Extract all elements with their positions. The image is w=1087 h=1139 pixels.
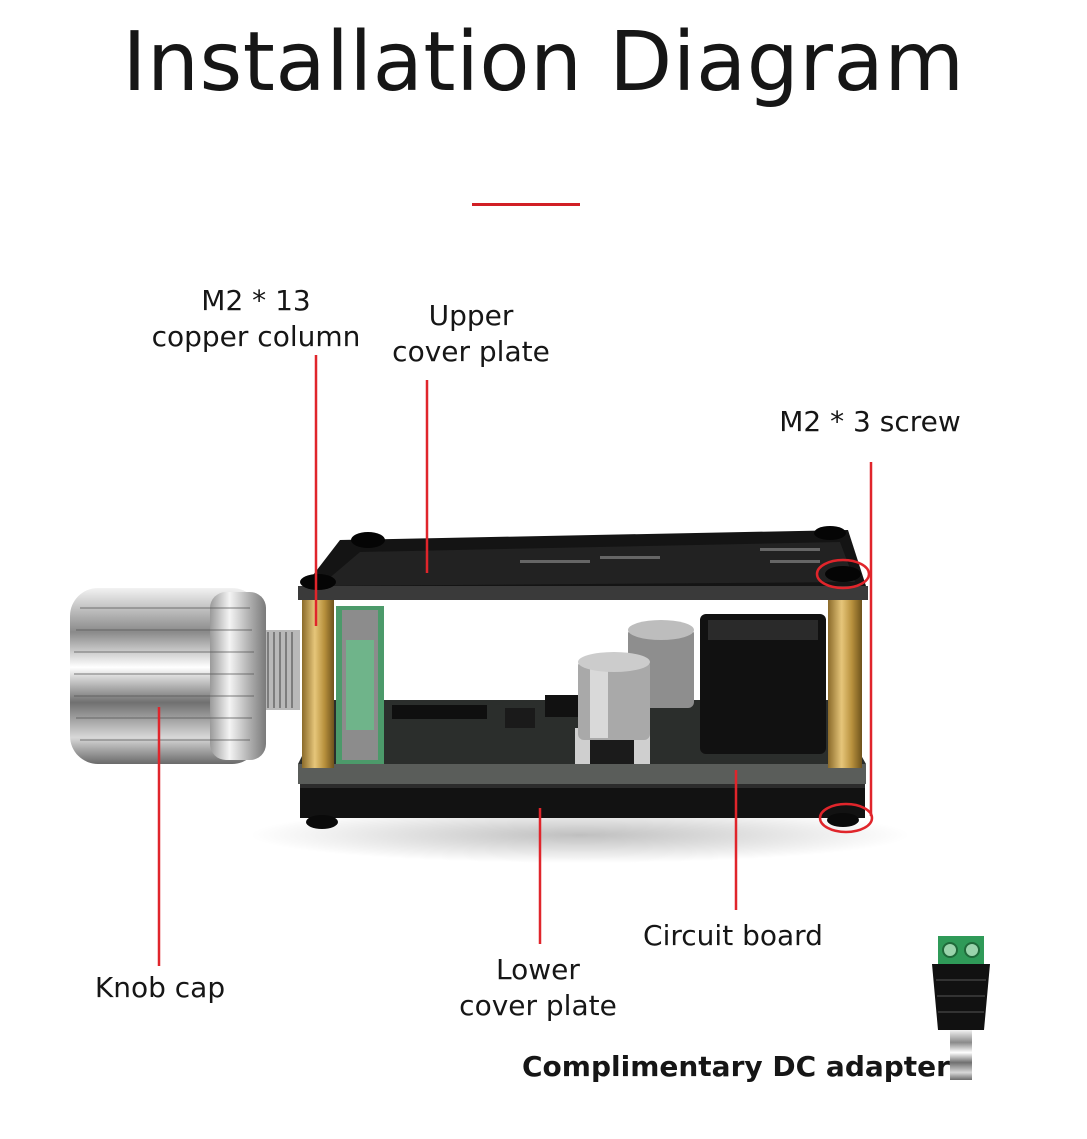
label-copper-column-line2: copper column (151, 320, 361, 353)
upper-cover-plate (298, 526, 868, 600)
side-connector (336, 606, 384, 764)
label-lower-cover: Lower cover plate (445, 952, 631, 1024)
inductor (700, 614, 826, 754)
copper-columns (302, 596, 862, 768)
label-dc-adapter: Complimentary DC adapter (522, 1050, 950, 1083)
label-circuit-board: Circuit board (643, 919, 823, 952)
label-copper-column-line1: M2 * 13 (201, 284, 311, 317)
pointer-lines (157, 355, 874, 966)
label-upper-cover-line1: Upper (428, 299, 514, 332)
floor-shadow (250, 807, 910, 863)
label-lower-cover-line2: cover plate (459, 989, 617, 1022)
label-screw: M2 * 3 screw (779, 405, 961, 438)
diagram-title: Installation Diagram (122, 15, 965, 110)
label-knob-cap: Knob cap (94, 971, 226, 1004)
lower-cover-plate (300, 782, 865, 829)
label-upper-cover-line2: cover plate (392, 335, 550, 368)
label-upper-cover: Upper cover plate (378, 298, 564, 370)
capacitors (578, 620, 694, 740)
dc-adapter (932, 936, 990, 1080)
label-lower-cover-line1: Lower (496, 953, 580, 986)
knob-cap (70, 588, 266, 764)
title-accent-line (472, 203, 580, 206)
label-copper-column: M2 * 13 copper column (140, 283, 372, 355)
